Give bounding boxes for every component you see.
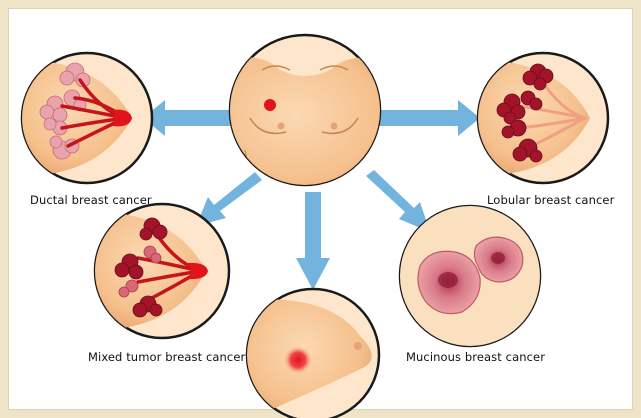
label-ductal: Ductal breast cancer xyxy=(30,193,152,207)
mixed-circle xyxy=(93,202,231,340)
lobular-circle xyxy=(476,51,610,185)
mixed-lobules-dark xyxy=(114,217,168,318)
label-lobular: Lobular breast cancer xyxy=(487,193,615,207)
torso-circle xyxy=(228,33,382,187)
arrow-to-lobular xyxy=(378,100,480,136)
mixed-lobules-light xyxy=(118,245,162,298)
mixed-tumor xyxy=(188,262,208,280)
tumor-marker xyxy=(264,99,276,111)
bottom-circle xyxy=(245,287,381,418)
ductal-tumor xyxy=(112,109,132,127)
arrow-to-ductal xyxy=(143,100,232,136)
lobular-lobules xyxy=(496,63,554,163)
bottom-tumor xyxy=(284,346,312,374)
ductal-lobules xyxy=(39,62,91,160)
arrow-to-mucinous xyxy=(366,170,430,232)
label-mucinous: Mucinous breast cancer xyxy=(406,350,546,364)
ductal-circle xyxy=(20,51,154,185)
mucinous-circle xyxy=(398,204,542,348)
arrow-to-bottom xyxy=(296,192,330,290)
label-mixed: Mixed tumor breast cancer xyxy=(88,350,246,364)
arrow-to-mixed xyxy=(196,172,262,226)
